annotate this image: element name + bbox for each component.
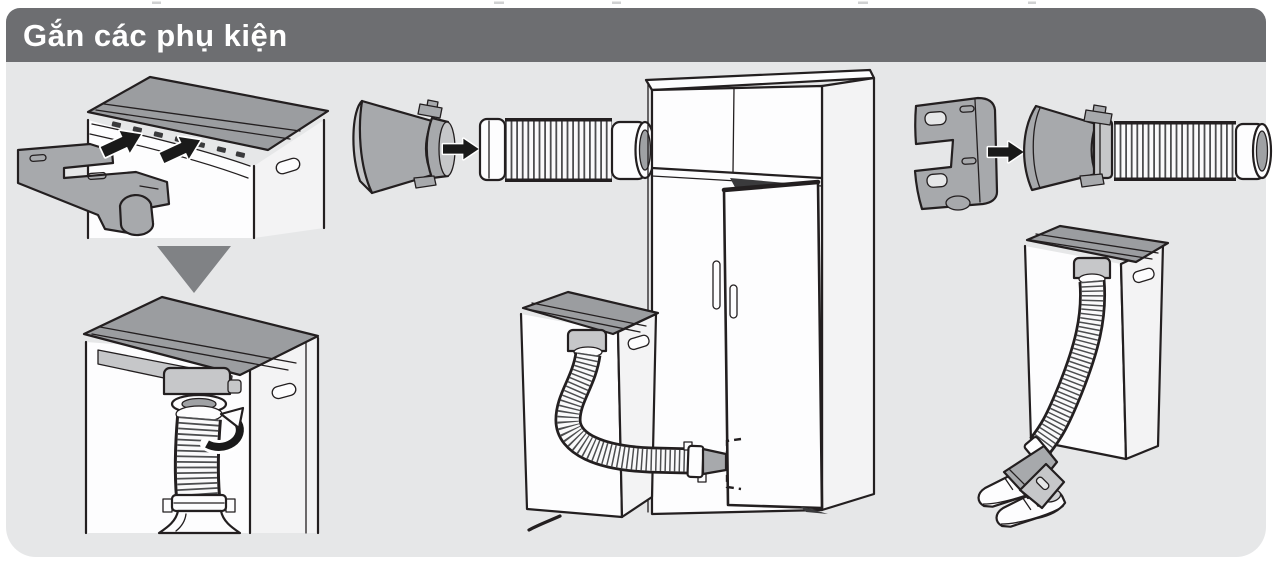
section-title: Gắn các phụ kiện	[23, 17, 288, 53]
section-header: Gắn các phụ kiện	[6, 8, 1266, 62]
cropped-artifacts	[152, 1, 1036, 4]
accessory-instructions-panel: Gắn các phụ kiện	[6, 8, 1266, 557]
